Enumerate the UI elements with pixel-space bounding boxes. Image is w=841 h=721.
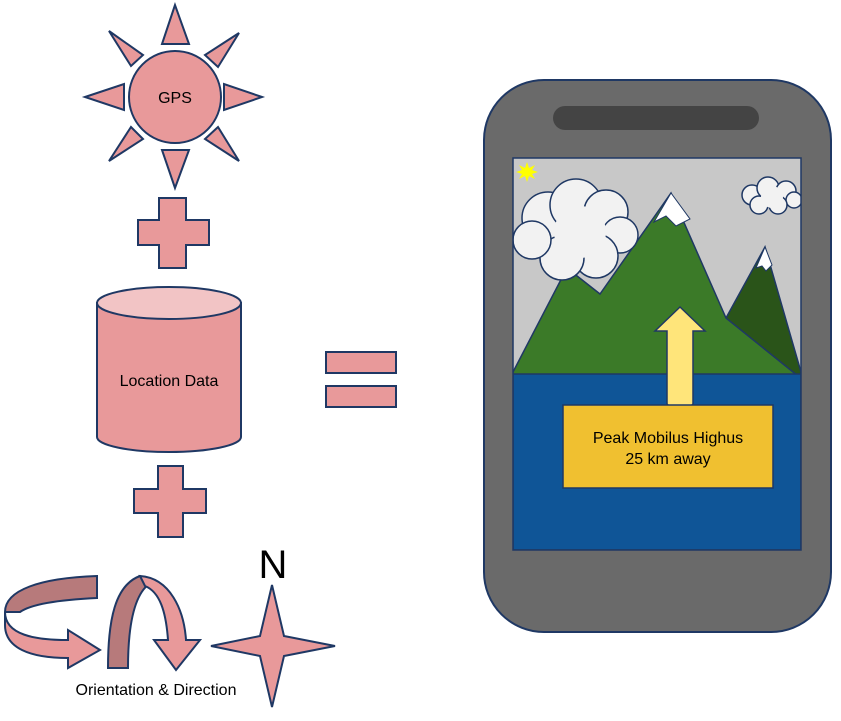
mountain-right-snow bbox=[755, 245, 773, 272]
cloud-small-icon bbox=[741, 176, 801, 215]
rotation-arrow-horizontal-icon bbox=[3, 574, 102, 670]
database-cylinder-icon: Location Data bbox=[96, 286, 242, 453]
sun-ray-bottom-left bbox=[108, 125, 145, 162]
poi-banner: Peak Mobilus Highus 25 km away bbox=[562, 404, 774, 489]
plus-icon-top bbox=[137, 197, 210, 269]
location-data-label: Location Data bbox=[120, 373, 219, 390]
phone-screen-border bbox=[512, 157, 802, 551]
phone-speaker bbox=[553, 106, 759, 130]
poi-banner-box bbox=[562, 404, 774, 489]
small-sun-icon bbox=[516, 162, 538, 182]
sun-ray-left bbox=[81, 82, 125, 112]
smartphone: Peak Mobilus Highus 25 km away bbox=[483, 79, 832, 633]
compass-star bbox=[210, 584, 336, 708]
orientation-label: Orientation & Direction bbox=[76, 682, 237, 699]
rotation-band-front bbox=[4, 611, 102, 670]
mountain-main-snow bbox=[652, 192, 691, 227]
sun-ray-bottom bbox=[160, 149, 191, 191]
sun-ray-top-right bbox=[203, 32, 240, 69]
sun-ray-top-left bbox=[108, 30, 145, 68]
rotation-arrow-vertical-icon bbox=[106, 574, 203, 672]
poi-distance: 25 km away bbox=[625, 451, 710, 468]
gps-label: GPS bbox=[158, 90, 192, 107]
rotation-arc-dark bbox=[106, 574, 155, 669]
cylinder-body bbox=[96, 302, 242, 453]
equals-bar-bottom bbox=[325, 385, 397, 408]
phone-screen: Peak Mobilus Highus 25 km away bbox=[513, 158, 801, 550]
cloud-large-icon bbox=[513, 178, 639, 281]
sun-ray-top bbox=[160, 1, 191, 45]
plus-icon-bottom bbox=[133, 465, 207, 538]
cylinder-top bbox=[96, 286, 242, 320]
poi-name: Peak Mobilus Highus bbox=[593, 430, 743, 447]
rotation-band-top bbox=[3, 574, 98, 613]
sun-ray-bottom-right bbox=[203, 125, 240, 162]
sun-disc bbox=[128, 50, 222, 144]
gps-sun-icon: GPS bbox=[81, 1, 266, 191]
sun-ray-right bbox=[223, 82, 266, 112]
equals-icon bbox=[325, 351, 397, 408]
rotation-arc-front bbox=[138, 574, 203, 672]
compass-star-icon: N bbox=[210, 543, 336, 708]
equals-bar-top bbox=[325, 351, 397, 374]
north-label: N bbox=[259, 543, 288, 587]
